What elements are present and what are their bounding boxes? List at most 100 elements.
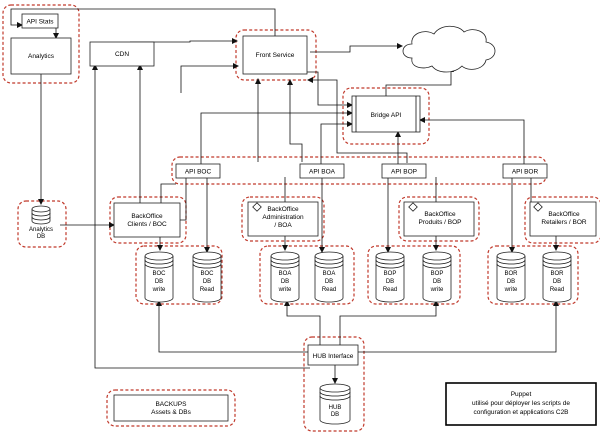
bor-db-group — [487, 245, 579, 305]
analytics-db-label-1: Analytics — [29, 227, 53, 233]
boa-db-write-rings — [270, 259, 300, 269]
backoffice-clients-label-1: BackOffice — [131, 213, 163, 220]
hub-db-top — [319, 383, 351, 393]
boa-db-read-label-2: DB — [325, 279, 333, 285]
boc-db-read-label-2: DB — [203, 279, 211, 285]
bridge-api-label: Bridge API — [371, 112, 402, 119]
analytics-label: Analytics — [28, 53, 55, 60]
boc-db-read-label-1: BOC — [200, 271, 214, 277]
bop-db-read-rings — [375, 259, 405, 269]
api-boc-node: API BOC — [175, 163, 221, 179]
front-service-label: Front Service — [256, 52, 295, 59]
bor-db-read-label-3: Read — [550, 287, 564, 293]
boc-db-write-label-2: DB — [155, 279, 163, 285]
bop-db-write-label-1: BOP — [431, 271, 444, 277]
cdn-node: CDN — [89, 41, 155, 67]
backoffice-clients-node: BackOffice Clients / BOC — [113, 202, 181, 238]
bop-db-write-rings — [422, 259, 452, 269]
api-boc-label: API BOC — [185, 169, 212, 176]
edge-bridge-cloud — [385, 66, 454, 96]
backups-group — [106, 389, 236, 427]
api-group — [171, 156, 547, 185]
puppet-label-2: utilisé pour déployer les scripts de — [472, 400, 570, 407]
puppet-node: Puppet utilisé pour déployer les scripts… — [445, 382, 597, 426]
backups-label-2: Assets & DBs — [151, 409, 191, 416]
boc-db-write-label-3: write — [152, 287, 166, 293]
front-service-node: Front Service — [242, 35, 308, 75]
boa-db-read-rings — [314, 259, 344, 269]
boc-db-read-label-3: Read — [200, 287, 214, 293]
bor-db-write-label-1: BOR — [504, 271, 518, 277]
bor-db-write-rings — [496, 259, 526, 269]
bor-db-write-label-3: write — [504, 287, 518, 293]
hub-interface-box — [307, 344, 359, 366]
boc-db-read-top — [192, 251, 222, 261]
api-boc-box — [175, 163, 221, 179]
backups-node: BACKUPS Assets & DBs — [113, 394, 229, 422]
backoffice-retailers-diamond-icon — [533, 202, 543, 212]
hub-group — [303, 336, 365, 432]
api-stats-box — [21, 13, 59, 29]
hub-db-label-1: HUB — [329, 405, 342, 411]
boc-db-read-node: BOC DB Read — [192, 251, 222, 303]
analytics-db-label-2: DB — [37, 234, 45, 240]
api-bor-box — [502, 163, 548, 179]
edge-apiboc-bridge — [200, 110, 353, 164]
bor-db-write-node: BOR DB write — [496, 251, 526, 303]
edge-front-bridge — [306, 71, 353, 108]
hub-db-body — [319, 388, 351, 425]
boa-db-write-node: BOA DB write — [270, 251, 300, 303]
api-boa-node: API BOA — [299, 163, 345, 179]
edge-front-apistats — [10, 8, 276, 36]
boa-db-read-top — [314, 251, 344, 261]
hub-db-rings — [319, 391, 351, 401]
backoffice-retailers-node: BackOffice Retailers / BOR — [529, 201, 597, 237]
connectors — [10, 8, 559, 384]
analytics-db-node: Analytics DB — [29, 205, 53, 240]
boc-db-write-label-1: BOC — [152, 271, 166, 277]
bridge-api-box — [351, 95, 421, 133]
backups-box — [113, 394, 229, 422]
bop-db-write-top — [422, 251, 452, 261]
api-bor-label: API BOR — [512, 169, 539, 176]
boa-db-write-label-2: DB — [281, 279, 289, 285]
edge-hub-bopwrite — [339, 300, 439, 345]
boc-db-write-node: BOC DB write — [144, 251, 174, 303]
cdn-box — [89, 41, 155, 67]
backoffice-admin-label-3: / BOA — [274, 222, 292, 229]
edge-apibor-bridge — [419, 117, 525, 164]
hub-db-node: HUB DB — [319, 383, 351, 425]
group-boundaries — [2, 4, 600, 432]
boa-db-write-label-3: write — [278, 287, 292, 293]
edge-hub-bocwrite — [156, 300, 308, 353]
api-bor-node: API BOR — [502, 163, 548, 179]
bor-db-read-rings — [542, 259, 572, 269]
boa-db-write-label-1: BOA — [279, 271, 292, 277]
backoffice-produits-label-2: Produits / BOP — [419, 219, 462, 226]
backoffice-produits-diamond-icon — [408, 202, 418, 212]
bor-db-write-label-2: DB — [507, 279, 515, 285]
boc-db-write-rings — [144, 259, 174, 269]
api-stats-label: API Stats — [26, 19, 54, 26]
api-boa-box — [299, 163, 345, 179]
edge-hub-cdn — [92, 64, 310, 369]
bop-db-read-label-1: BOP — [384, 271, 397, 277]
backoffice-retailers-label-2: Retailers / BOR — [541, 219, 586, 226]
bor-db-read-label-2: DB — [553, 279, 561, 285]
analytics-box — [10, 37, 72, 75]
api-boa-label: API BOA — [309, 169, 336, 176]
boc-db-read-rings — [192, 259, 222, 269]
backoffice-admin-label-1: BackOffice — [267, 206, 299, 213]
backoffice-admin-node: BackOffice Administration / BOA — [247, 201, 319, 237]
backoffice-produits-node: BackOffice Produits / BOP — [403, 201, 475, 237]
bop-db-group — [367, 245, 461, 305]
analytics-db-top — [31, 205, 51, 213]
analytics-db-rings — [31, 212, 51, 221]
edge-hub-boawrite — [284, 300, 321, 345]
analytics-db-body — [31, 209, 51, 225]
edge-cdn-front — [130, 38, 238, 44]
